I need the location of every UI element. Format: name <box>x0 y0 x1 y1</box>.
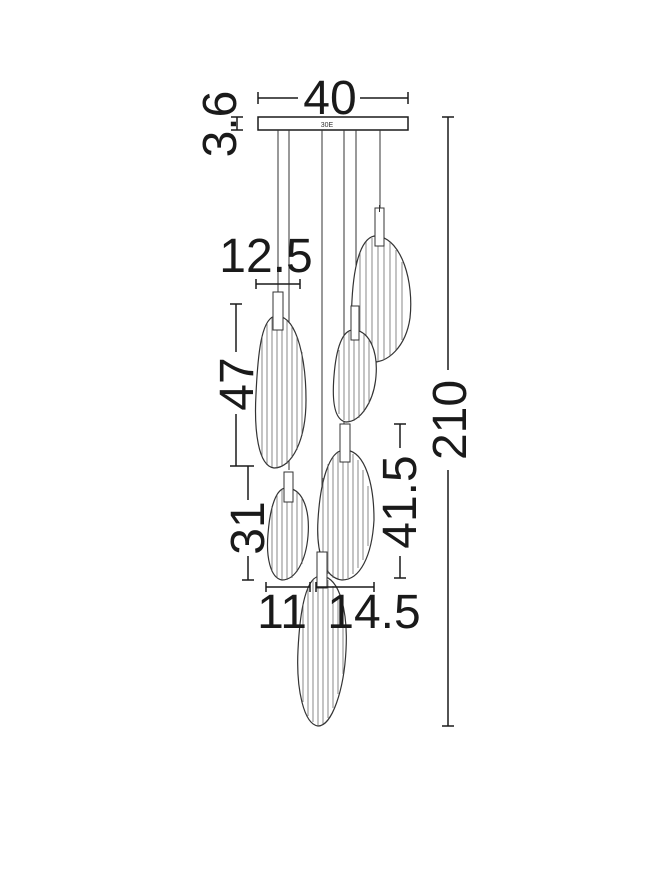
pendant-shade-bottom <box>297 551 347 727</box>
pendant-shade-medium-center <box>317 423 375 581</box>
total-height-dimension: 210 <box>424 116 477 727</box>
canopy-width-dimension: 40 <box>257 72 409 125</box>
canopy-height-dimension: 3.6 <box>194 91 247 158</box>
total-height-label: 210 <box>424 380 477 460</box>
medium-pendant-width-dimension: 14.5 <box>315 582 421 639</box>
canopy-height-label: 3.6 <box>194 91 247 158</box>
large-pendant-height-dimension: 47 <box>211 303 264 467</box>
small-pendant-height-label: 31 <box>222 501 275 554</box>
small-pendant-width-dimension: 11 <box>257 582 311 639</box>
canopy-width-label: 40 <box>303 72 356 125</box>
pendant-shade-large-left <box>254 291 307 469</box>
pendant-shade-upper-right <box>350 205 412 363</box>
medium-pendant-height-dimension: 41.5 <box>374 423 427 579</box>
large-pendant-width-label: 12.5 <box>219 230 312 283</box>
medium-pendant-height-label: 41.5 <box>374 455 427 548</box>
small-pendant-height-dimension: 31 <box>222 465 275 581</box>
medium-pendant-width-label: 14.5 <box>327 586 420 639</box>
small-pendant-width-label: 11 <box>257 586 307 639</box>
pendant-shade-upper-center <box>332 305 377 423</box>
canopy-label: 30E <box>321 122 334 129</box>
large-pendant-height-label: 47 <box>211 357 264 410</box>
ceiling-canopy: 30E <box>257 116 409 131</box>
large-pendant-width-dimension: 12.5 <box>219 230 313 289</box>
pendant-shade-small-left <box>266 471 309 581</box>
